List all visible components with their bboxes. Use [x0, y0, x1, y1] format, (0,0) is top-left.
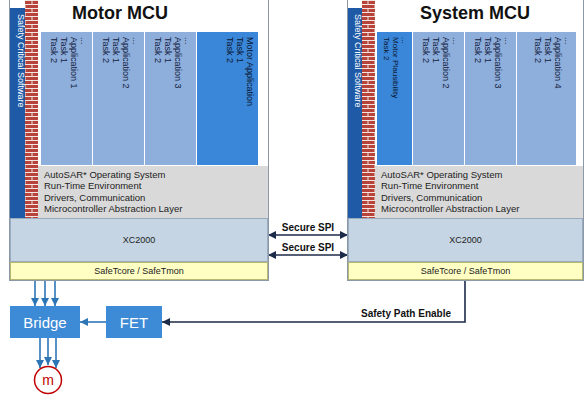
node-label: ...: [562, 37, 572, 160]
application-column: ...Application 1Task 1Task 2: [41, 32, 93, 165]
node-label: Task 2: [532, 37, 542, 160]
safety-column: Safety Critical Software: [10, 8, 25, 218]
firewall-brick: [25, 0, 38, 218]
node-label: ...: [399, 37, 408, 160]
node-label: Drivers, Communication: [381, 192, 577, 203]
connector-line: [54, 280, 56, 306]
application-column: Motor ApplicationTask 1Task 2: [197, 32, 259, 165]
node-label: Task 1: [430, 37, 440, 160]
node-label: Task 1: [542, 37, 552, 160]
controller-band: XC2000: [348, 218, 583, 262]
node-label: AutoSAR* Operating System: [44, 169, 262, 180]
node-label: Task 2: [224, 37, 234, 160]
motor-circle-outline: [35, 367, 62, 394]
node-label: XC2000: [123, 235, 156, 245]
node-label: Task 2: [100, 37, 110, 160]
bridge-box: Bridge: [10, 306, 80, 338]
os-layer: AutoSAR* Operating SystemRun-Time Enviro…: [375, 165, 583, 218]
controller-band: XC2000: [10, 218, 268, 262]
application-column: ...Application 2Task 1Task 2: [413, 32, 465, 165]
node-label: Task 1: [58, 37, 68, 160]
node-label: ...: [182, 37, 192, 160]
node-label: Task 1: [234, 37, 244, 160]
node-label: ...: [78, 37, 88, 160]
node-label: SafeTcore / SafeTmon: [94, 266, 184, 276]
mcu-title: System MCU: [420, 3, 530, 24]
node-label: FET: [120, 314, 148, 331]
connector-line: [268, 234, 348, 236]
mcu-box: Motor MCUSafety Critical Software...Appl…: [10, 0, 268, 280]
application-column: ...Application 3Task 1Task 2: [145, 32, 197, 165]
node-label: Application 1: [68, 37, 78, 160]
connector-line: [34, 280, 36, 306]
connector-line: [80, 321, 106, 323]
node-label: XC2000: [449, 235, 482, 245]
mcu-title: Motor MCU: [72, 3, 168, 24]
node-label: Task 2: [381, 37, 390, 160]
connector: [35, 280, 55, 306]
node-label: SafeTcore / SafeTmon: [421, 266, 511, 276]
node-label: Application 3: [492, 37, 502, 160]
node-label: Motor Application: [244, 37, 254, 160]
node-label: Application 2: [120, 37, 130, 160]
node-label: Microcontroller Abstraction Layer: [381, 203, 577, 214]
connector: [40, 338, 56, 368]
node-label: Bridge: [23, 314, 66, 331]
connector-line: [39, 338, 41, 368]
safety-monitor-band: SafeTcore / SafeTmon: [10, 262, 268, 280]
application-column: ...Application 2Task 1Task 2: [93, 32, 145, 165]
node-label: Microcontroller Abstraction Layer: [44, 203, 262, 214]
node-label: Motor Plausibility: [390, 37, 399, 160]
fet-box: FET: [106, 306, 162, 338]
node-label: Task 1: [110, 37, 120, 160]
node-label: Application 3: [172, 37, 182, 160]
node-label: Run-Time Environment: [381, 180, 577, 191]
node-label: Run-Time Environment: [44, 180, 262, 191]
connector: [162, 280, 465, 322]
application-column: ...Motor PlausibilityTask 2: [377, 32, 413, 165]
node-label: AutoSAR* Operating System: [381, 169, 577, 180]
node-label: Safety Critical Software: [15, 14, 25, 218]
connector: [80, 322, 106, 323]
connector-line: [162, 280, 465, 322]
edge-label: Safety Path Enable: [359, 308, 453, 319]
os-layer: AutoSAR* Operating SystemRun-Time Enviro…: [38, 165, 268, 218]
connector: [268, 255, 348, 256]
application-column: ...Application 4Task 1Task 2: [517, 32, 577, 165]
node-label: Task 2: [48, 37, 58, 160]
edge-label: Secure SPI: [280, 242, 336, 253]
motor-circle: m: [33, 365, 63, 395]
node-label: Task 1: [162, 37, 172, 160]
mcu-box: System MCUSafety Critical Software...Mot…: [348, 0, 583, 280]
application-column: ...Application 3Task 1Task 2: [465, 32, 517, 165]
node-label: Task 2: [472, 37, 482, 160]
safety-column: Safety Critical Software: [348, 8, 362, 218]
node-label: Drivers, Communication: [44, 192, 262, 203]
node-label: Application 4: [552, 37, 562, 160]
connector-line: [47, 338, 49, 365]
node-label: Application 2: [440, 37, 450, 160]
node-label: Task 2: [420, 37, 430, 160]
node-label: m: [42, 372, 54, 388]
firewall-brick: [362, 0, 375, 218]
connector-line: [44, 280, 46, 306]
connector-line: [268, 254, 348, 256]
node-label: ...: [130, 37, 140, 160]
node-label: Task 2: [152, 37, 162, 160]
connector-line: [55, 338, 57, 368]
node-label: Safety Critical Software: [352, 14, 362, 218]
node-label: ...: [502, 37, 512, 160]
connector: [268, 235, 348, 236]
safety-monitor-band: SafeTcore / SafeTmon: [348, 262, 583, 280]
edge-label: Secure SPI: [280, 222, 336, 233]
node-label: ...: [450, 37, 460, 160]
node-label: Task 1: [482, 37, 492, 160]
